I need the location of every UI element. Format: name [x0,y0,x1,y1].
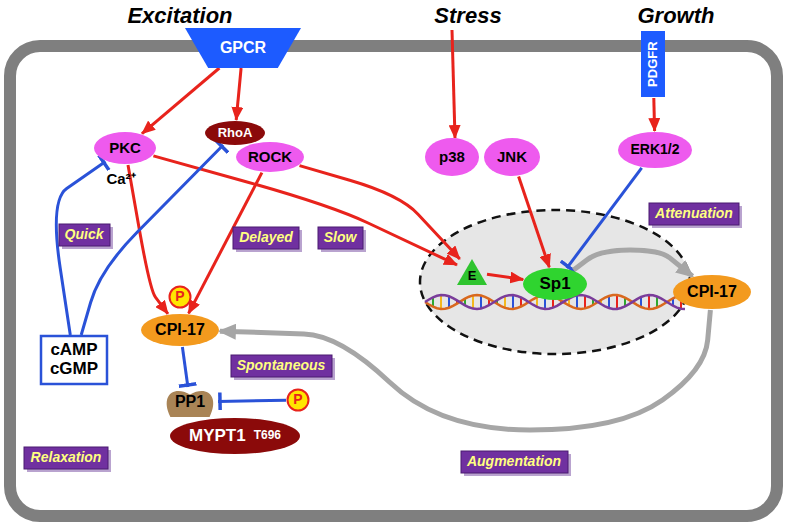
regulatory-subunit: MYPT1 T696 [169,417,301,455]
activation-arrow [300,166,460,259]
kinase: PKC [93,131,157,165]
node-label: cAMP cGMP [49,341,99,378]
node-label: PDGFR [646,41,660,87]
ion-label: Ca²⁺ [106,168,135,188]
text-holder: Attenuation [649,203,739,225]
text-holder: PP1 [162,387,218,417]
text-holder: cAMP cGMP [40,335,108,385]
text-holder: GPCR [185,28,301,68]
timing-label: Delayed [233,227,299,249]
timing-label: Slow [318,227,363,249]
node-label: Quick [65,227,104,242]
activation-arrow [519,177,550,268]
node-label: ROCK [248,149,292,166]
node-label: GPCR [220,39,266,57]
text-holder: CPI-17 [672,274,752,310]
text-holder: JNK [483,137,541,177]
text-holder: Sp1 [522,267,588,301]
text-holder: P [286,388,310,412]
activation-arrow [142,68,219,134]
text-holder: ROCK [235,141,305,173]
column-heading: Excitation [127,3,232,29]
node-label: Relaxation [31,450,102,465]
column-heading: Growth [638,3,715,29]
text-holder: E [457,259,487,285]
activation-arrow [128,165,168,314]
inhibitor-protein: CPI-17 [140,313,220,347]
receptor: GPCR [185,28,301,68]
activation-arrow [487,274,523,279]
activation-arrow [652,98,656,131]
node-label: PKC [109,140,141,157]
phospho-site: P [286,388,310,412]
enhancer: E [457,259,487,285]
text-holder: Relaxation [24,447,108,469]
node-label: P [293,392,302,407]
text-holder: PDGFR [640,30,666,98]
text-holder: Delayed [233,227,299,249]
node-label: PP1 [175,393,205,411]
node-label: CPI-17 [687,283,737,301]
text-holder: Spontaneous [231,355,332,377]
timing-label: Relaxation [24,447,108,469]
text-holder: Slow [318,227,363,249]
inhibitor-protein: CPI-17 [672,274,752,310]
messenger-box: cAMP cGMP [40,335,108,385]
node-label: p38 [439,149,465,166]
activation-arrow [220,310,711,430]
node-label: Spontaneous [237,358,326,373]
stress-arrow [452,30,455,138]
activation-arrow [574,250,693,276]
node-label: RhoA [218,126,253,140]
text-holder: MYPT1 T696 [169,417,301,455]
site-label: T696 [254,429,281,442]
phospho-site: P [168,285,192,309]
timing-label: Augmentation [461,451,568,473]
node-label: E [468,269,477,283]
text-holder: CPI-17 [140,313,220,347]
kinase: ROCK [235,141,305,173]
text-holder: RhoA [204,120,266,146]
timing-label: Spontaneous [231,355,332,377]
text-holder: p38 [424,137,480,177]
activation-arrow [153,156,457,265]
inhibition-line [182,347,188,387]
text-holder: P [168,285,192,309]
nucleus [420,210,690,354]
text-holder: PKC [93,131,157,165]
node-label: JNK [497,149,527,166]
cell-membrane [10,46,777,516]
text-holder: Quick [59,224,110,246]
receptor: PDGFR [640,30,666,98]
activation-arrow [236,68,241,120]
node-label: Delayed [239,230,293,245]
node-label: Attenuation [655,206,733,221]
timing-label: Attenuation [649,203,739,225]
gtpase: RhoA [204,120,266,146]
kinase: ERK1/2 [617,131,693,169]
text-holder: Augmentation [461,451,568,473]
node-label: Slow [324,230,357,245]
inhibition-line [218,400,286,401]
node-label: ERK1/2 [630,142,679,157]
transcription-factor: Sp1 [522,267,588,301]
node-label: CPI-17 [155,321,205,339]
node-label: P [175,289,184,304]
phosphatase: PP1 [162,387,218,417]
node-label: MYPT1 [189,427,246,446]
kinase: p38 [424,137,480,177]
node-label: Sp1 [539,275,570,294]
timing-label: Quick [59,224,110,246]
text-holder: ERK1/2 [617,131,693,169]
node-label: Augmentation [467,454,561,469]
kinase: JNK [483,137,541,177]
column-heading: Stress [434,3,501,29]
